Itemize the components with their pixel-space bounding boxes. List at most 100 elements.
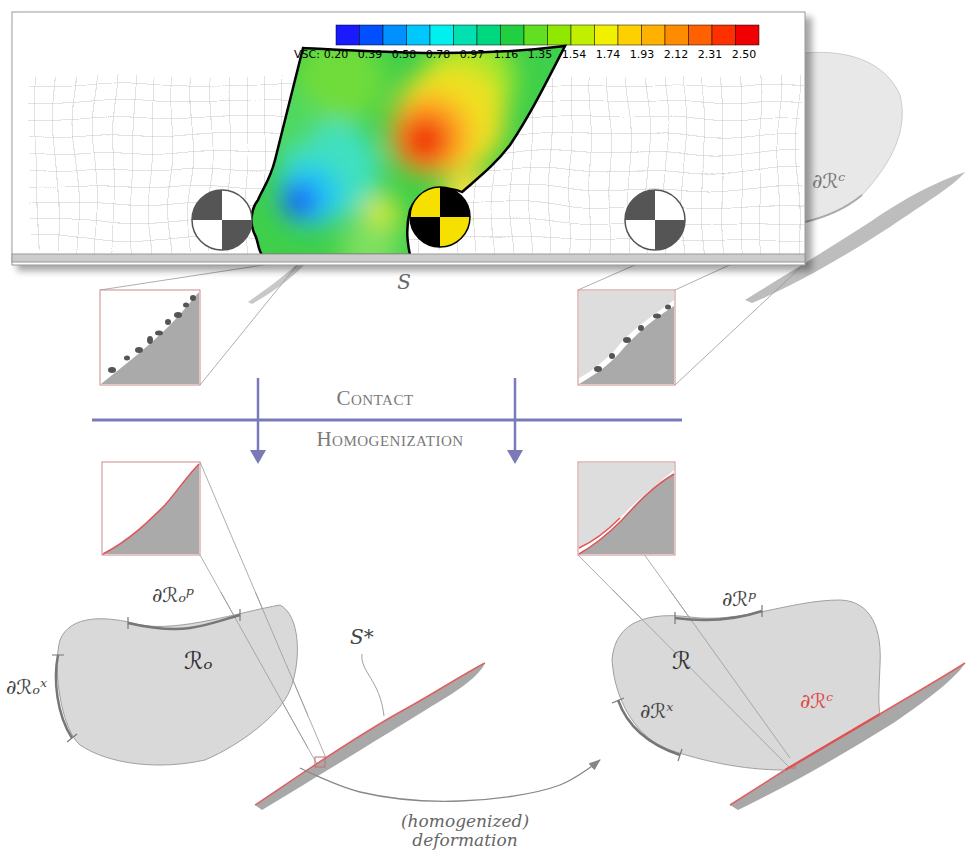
colorbar-tick: 0.97 (460, 49, 485, 61)
leader-line (600, 590, 790, 768)
zoom-box (108, 367, 116, 373)
label-anchor: S (397, 271, 411, 293)
zoom-box (579, 306, 674, 384)
wheel-symbol (192, 190, 222, 220)
colorbar-tick: 0.58 (392, 49, 417, 61)
mesh-grid (32, 76, 802, 254)
inset-frame (12, 12, 805, 265)
boundary-label: ∂ℛᵖ (722, 588, 756, 610)
deformed-body (278, 163, 342, 227)
zoom-box (578, 290, 675, 385)
boundary-segment (618, 700, 680, 755)
color-bar (618, 25, 642, 45)
label-anchor: 2.50 (732, 49, 757, 61)
label-anchor: ∂ℛₒᵖ (152, 584, 194, 606)
zoom-box (578, 290, 675, 385)
zoom-box (578, 462, 675, 555)
label-anchor: Homogenization (316, 428, 463, 451)
color-bar (336, 25, 360, 45)
color-bar (477, 25, 501, 45)
color-bar (336, 25, 759, 45)
contact-boundary (785, 714, 880, 770)
label-anchor: ∂ℛᵖ (722, 588, 756, 610)
label-anchor: 2.12 (664, 49, 689, 61)
zoom-box (609, 353, 615, 359)
label-anchor: 1.35 (528, 49, 553, 61)
homogenization-arrows (92, 419, 682, 422)
wheel-symbol (655, 220, 685, 250)
zoom-box (101, 292, 199, 384)
label-anchor: 1.74 (596, 49, 621, 61)
body-region: ℛₒ (46, 592, 308, 768)
faded-contact-edge (805, 195, 862, 222)
region-name: ℛ (672, 648, 691, 674)
leader-line (675, 268, 800, 385)
wheel-symbol (192, 190, 252, 250)
label-anchor: ∂ℛᶜ (812, 170, 845, 192)
label-anchor: S* (350, 626, 374, 648)
color-bar (548, 25, 572, 45)
homogenization-arrows (250, 450, 266, 464)
color-bar (571, 25, 595, 45)
region-outline (600, 590, 885, 775)
boundary-label: ∂ℛᶜ (812, 170, 845, 192)
boundary-label: ∂ℛₒˣ (6, 676, 47, 698)
zoom-box (594, 366, 602, 372)
color-bar (454, 25, 478, 45)
colorbar-tick: 2.12 (664, 49, 689, 61)
zoom-box (100, 290, 200, 385)
segment-tick (612, 698, 682, 761)
colorbar-tick: 0.20 (324, 49, 349, 61)
label-anchor: 0.78 (426, 49, 451, 61)
color-bar (665, 25, 689, 45)
color-bar (383, 25, 407, 45)
zoom-box (124, 356, 130, 361)
deformed-body (390, 95, 470, 175)
wheel-symbol (625, 190, 655, 220)
color-bar (595, 25, 619, 45)
color-bar (501, 25, 525, 45)
segment-tick (52, 655, 77, 742)
zoom-box (623, 337, 631, 343)
zoom-box (135, 347, 143, 353)
color-bar (712, 25, 736, 45)
edge-label: (homogenized) deformation (390, 812, 540, 849)
boundary-label: ∂ℛₒᵖ (152, 584, 194, 606)
leader-line (200, 592, 308, 758)
zoom-box (100, 290, 200, 385)
body-outline (252, 46, 565, 255)
colorbar-tick: 1.16 (494, 49, 519, 61)
process-step: Homogenization (316, 428, 463, 451)
colorbar-tick: 2.31 (698, 49, 723, 61)
zoom-box (638, 325, 644, 331)
colorbar-tick: 1.93 (630, 49, 655, 61)
color-bar (360, 25, 384, 45)
wheel-symbol (440, 187, 470, 217)
zoom-box (622, 474, 674, 520)
boundary-segment (128, 615, 240, 629)
label-anchor: 2.31 (698, 49, 723, 61)
leader-line (200, 592, 308, 766)
deformed-body (282, 182, 318, 218)
boundary-segment (675, 611, 762, 620)
zoom-box (103, 464, 199, 554)
leader-line (200, 264, 298, 385)
body-region: ℛ (600, 590, 885, 775)
zoom-box (102, 462, 200, 555)
wheel-symbol (410, 187, 470, 247)
wheel-symbol (192, 190, 252, 250)
label-anchor: ∂ℛᶜ (800, 690, 833, 712)
region-fill (612, 600, 880, 770)
homogenization-arrows (92, 378, 682, 464)
zoom-box (594, 305, 671, 373)
zoom-box (108, 295, 196, 373)
homogenization-arrows (507, 450, 523, 464)
homogenization-arrows (257, 378, 260, 452)
boundary-label: ∂ℛᶜ (800, 690, 833, 712)
deformed-body (240, 35, 580, 280)
region-shape (52, 592, 308, 766)
zoom-box (155, 331, 163, 336)
color-bar (407, 25, 431, 45)
region-outline (46, 592, 308, 768)
